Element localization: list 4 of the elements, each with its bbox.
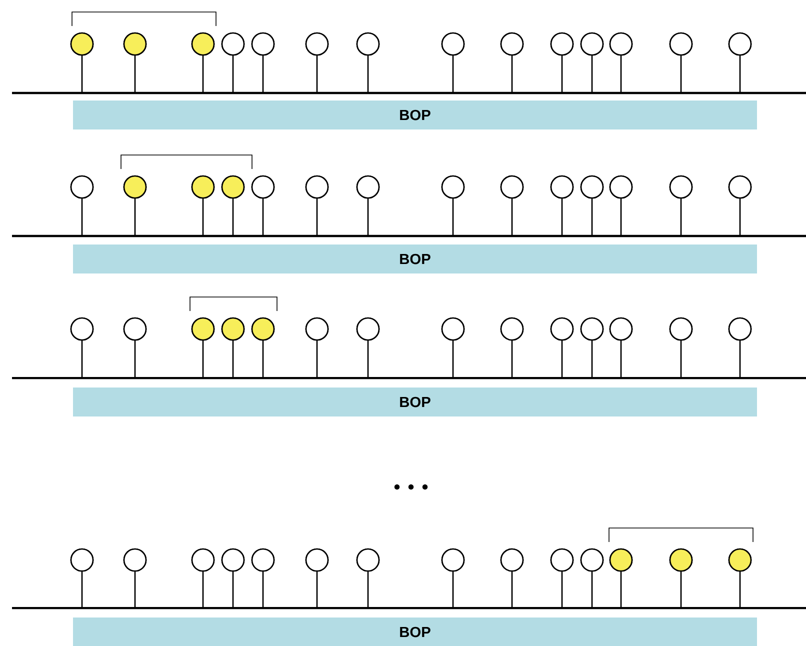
bar: BOP xyxy=(73,388,757,416)
bar: BOP xyxy=(73,244,757,274)
bar: BOP xyxy=(73,618,757,646)
bar: BOP xyxy=(73,100,757,130)
